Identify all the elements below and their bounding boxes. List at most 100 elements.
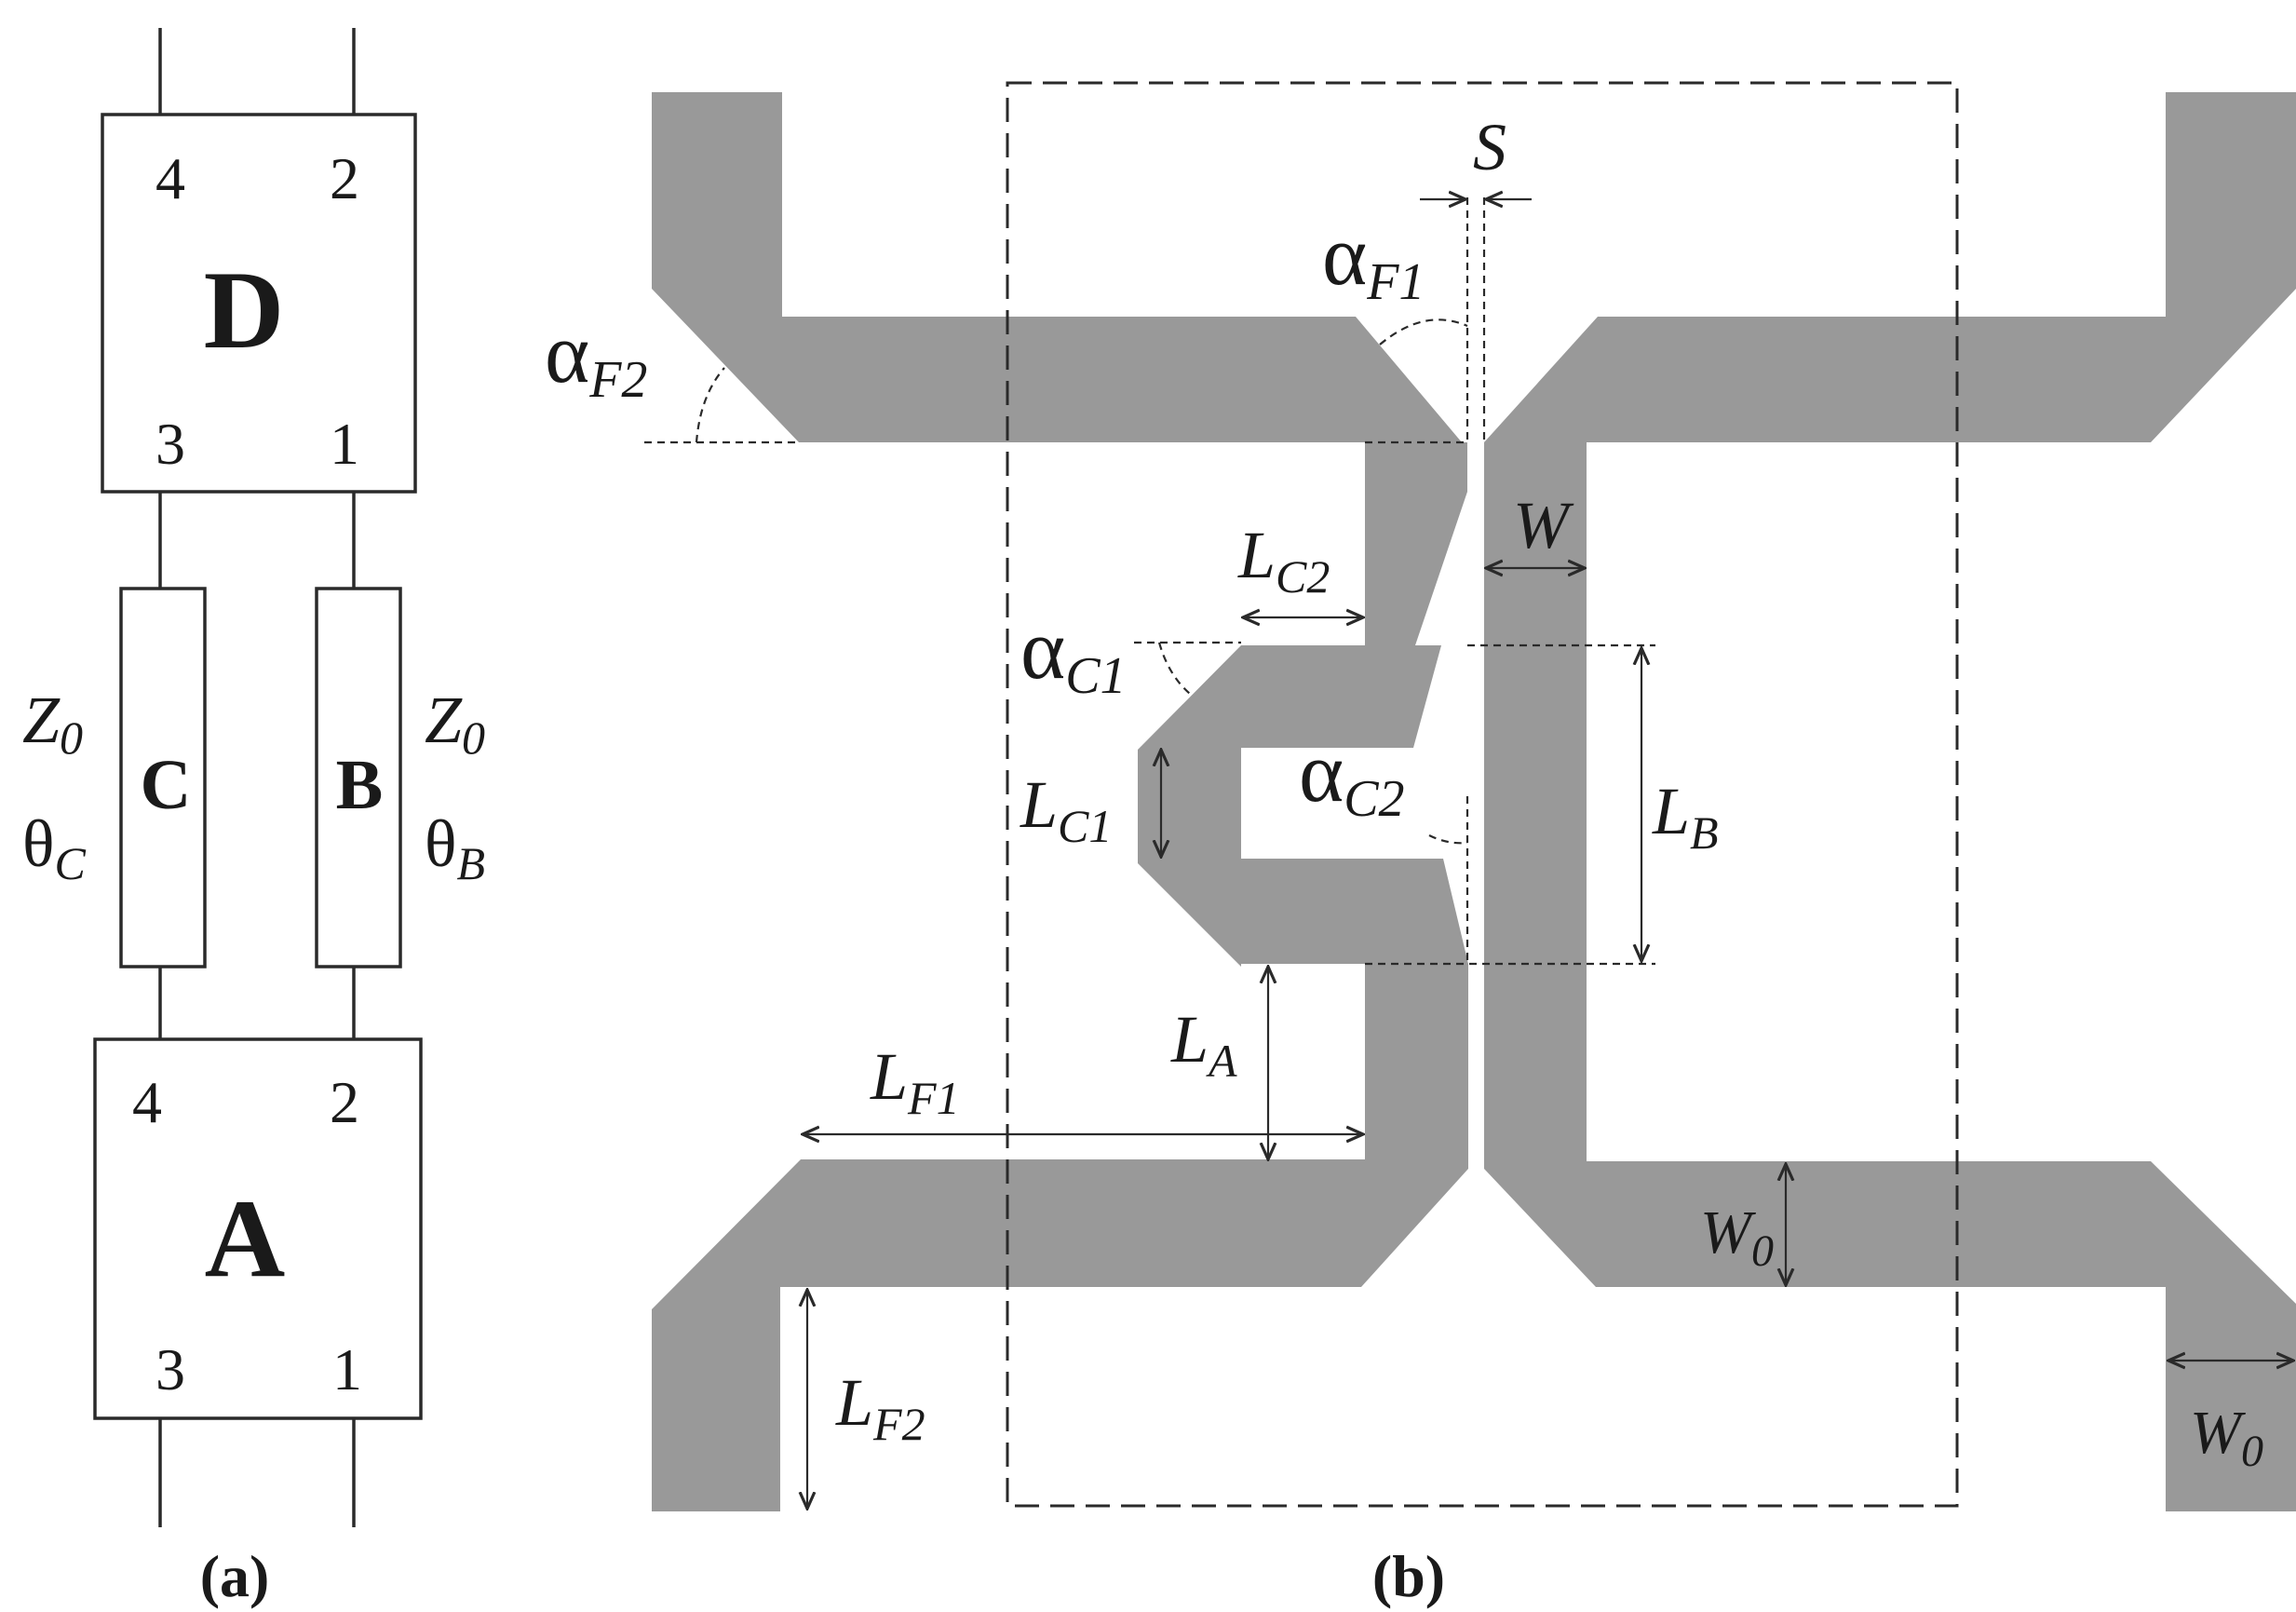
dim-s-label: S xyxy=(1473,110,1506,184)
block-a-port1: 1 xyxy=(332,1336,362,1402)
dim-alpha-f2: αF2 xyxy=(545,305,799,444)
block-a-port2: 2 xyxy=(330,1069,359,1135)
line-c: C xyxy=(119,587,207,969)
line-b-label: B xyxy=(336,746,384,824)
block-a-frame xyxy=(93,1037,423,1420)
dim-alpha-c1: αC1 xyxy=(1020,602,1241,705)
trace-left-c1-block xyxy=(1138,645,1350,967)
trace-left-c-step xyxy=(1241,645,1441,748)
b-impedance-sub: 0 xyxy=(462,711,485,764)
trace-left-lower-vertical xyxy=(1365,964,1468,1164)
trace-left-top-feed xyxy=(652,92,1462,442)
panel-a-schematic: 4 2 D 3 1 C B Z0 θC Z0 θB 4 2 A 3 1 xyxy=(22,28,485,1609)
dim-w0-right-base: W xyxy=(2190,1399,2246,1467)
block-d-label: D xyxy=(204,248,285,372)
dim-w0-right-label: W0 xyxy=(2190,1399,2263,1476)
block-a-label: A xyxy=(205,1176,286,1300)
dim-lf2: LF2 xyxy=(807,1290,925,1509)
trace-left-c-lower xyxy=(1241,859,1468,964)
b-impedance-label: Z0 xyxy=(425,683,485,764)
dim-alpha-c2-base: α xyxy=(1299,725,1344,820)
dim-alpha-c2-sub: C2 xyxy=(1344,770,1404,828)
dim-lf1-base: L xyxy=(870,1039,908,1114)
dim-la-sub: A xyxy=(1206,1035,1237,1087)
dim-alpha-f2-arc xyxy=(695,367,725,443)
dim-lf1-label: LF1 xyxy=(870,1039,960,1124)
dim-w: W xyxy=(1486,488,1585,568)
block-d-port3: 3 xyxy=(155,411,185,477)
trace-left-upper-vertical xyxy=(1365,442,1467,645)
dim-w0-center: W0 xyxy=(1700,1164,1786,1285)
c-impedance-base: Z xyxy=(22,683,61,757)
dim-lc2: LC2 xyxy=(1237,518,1363,617)
dim-alpha-c1-base: α xyxy=(1020,602,1065,697)
trace-right-vertical xyxy=(1484,442,1587,1161)
b-impedance-base: Z xyxy=(425,683,463,757)
dim-lc1: LC1 xyxy=(1020,750,1161,857)
b-angle-label: θB xyxy=(425,806,485,889)
block-a-port4: 4 xyxy=(132,1069,162,1135)
dim-alpha-f1-arc xyxy=(1379,318,1468,345)
c-angle-base: θ xyxy=(22,806,55,881)
dim-la: LA xyxy=(1170,967,1268,1159)
dim-alpha-f1-label: αF1 xyxy=(1322,208,1425,311)
dim-alpha-f1-sub: F1 xyxy=(1366,253,1425,311)
line-b-frame xyxy=(315,587,402,969)
dim-lf2-sub: F2 xyxy=(872,1398,925,1450)
dim-s-label-base: S xyxy=(1473,110,1506,184)
panel-a-caption: (a) xyxy=(200,1543,270,1609)
dim-lf1-sub: F1 xyxy=(907,1072,960,1124)
dim-w-label-base: W xyxy=(1513,488,1574,562)
trace-left-bottom-feed xyxy=(652,1159,1468,1511)
line-c-label: C xyxy=(141,746,192,824)
dim-alpha-c2-label: αC2 xyxy=(1299,725,1405,828)
dim-alpha-f1-base: α xyxy=(1322,208,1367,303)
dim-w0-right: W0 xyxy=(2168,1361,2293,1476)
line-c-frame xyxy=(119,587,207,969)
b-angle-base: θ xyxy=(425,806,457,881)
dim-lc1-sub: C1 xyxy=(1058,800,1112,852)
dim-lf1: LF1 xyxy=(803,1039,1363,1134)
dim-lc1-label: LC1 xyxy=(1020,767,1112,852)
dim-alpha-c2: αC2 xyxy=(1299,725,1469,961)
dim-lc2-sub: C2 xyxy=(1276,550,1330,603)
dim-w-label: W xyxy=(1513,488,1574,562)
b-angle-sub: B xyxy=(457,837,486,889)
dim-alpha-c2-arc xyxy=(1428,834,1468,845)
dim-w0-center-sub: 0 xyxy=(1751,1226,1774,1276)
dim-alpha-c1-arc xyxy=(1157,642,1191,695)
dim-w0-right-sub: 0 xyxy=(2241,1427,2263,1476)
dim-lb-base: L xyxy=(1652,774,1690,848)
dim-lb-label: LB xyxy=(1652,774,1719,859)
dim-alpha-f1: αF1 xyxy=(1322,208,1468,345)
block-d-port4: 4 xyxy=(155,145,185,211)
dim-lc1-base: L xyxy=(1020,767,1058,842)
dim-lc2-base: L xyxy=(1237,518,1276,592)
c-impedance-sub: 0 xyxy=(60,711,83,764)
dim-lb: LB xyxy=(1365,643,1719,966)
block-a-port3: 3 xyxy=(155,1336,185,1402)
dim-la-label: LA xyxy=(1170,1002,1237,1087)
dim-la-base: L xyxy=(1170,1002,1209,1077)
panel-b-caption: (b) xyxy=(1372,1543,1445,1609)
line-b: B xyxy=(315,587,402,969)
dim-alpha-f2-sub: F2 xyxy=(588,351,647,409)
dim-s: S xyxy=(1420,110,1532,442)
block-d-frame xyxy=(101,113,417,494)
c-angle-sub: C xyxy=(55,837,87,889)
block-d-port2: 2 xyxy=(330,145,359,211)
block-d-port1: 1 xyxy=(330,411,359,477)
c-impedance-label: Z0 xyxy=(22,683,83,764)
dim-alpha-f2-label: αF2 xyxy=(545,305,647,409)
block-d: 4 2 D 3 1 xyxy=(101,113,417,494)
dim-alpha-f2-base: α xyxy=(545,305,589,400)
layout-bounding-frame xyxy=(1006,81,1959,1508)
trace-right-bottom-feed xyxy=(1484,1161,2296,1511)
dim-lc2-label: LC2 xyxy=(1237,518,1330,603)
c-angle-label: θC xyxy=(22,806,87,889)
dim-alpha-c1-sub: C1 xyxy=(1065,647,1126,705)
dim-w0-center-label: W0 xyxy=(1700,1199,1774,1276)
dim-alpha-c1-label: αC1 xyxy=(1020,602,1127,705)
dim-lb-sub: B xyxy=(1690,806,1719,859)
